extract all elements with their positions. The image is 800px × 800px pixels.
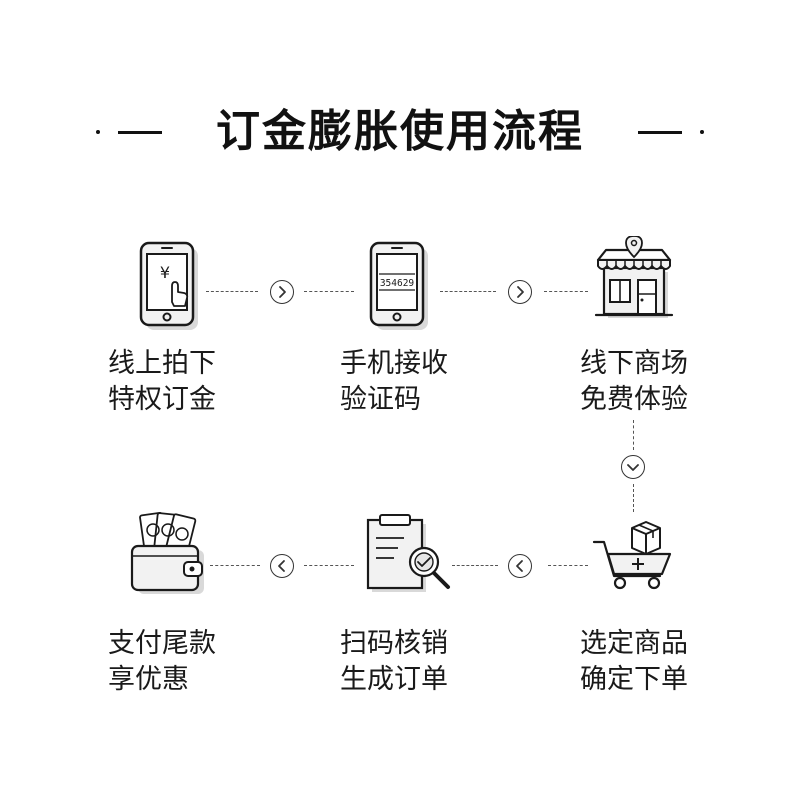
connector-line bbox=[544, 291, 588, 292]
step-1-label: 线上拍下 特权订金 bbox=[108, 348, 216, 415]
step-3-label: 线下商场 免费体验 bbox=[580, 348, 688, 415]
arrow-right-icon bbox=[508, 280, 532, 304]
wallet-icon bbox=[126, 511, 206, 600]
arrow-right-icon bbox=[270, 280, 294, 304]
step-5-label: 扫码核销 生成订单 bbox=[340, 628, 448, 695]
connector-line bbox=[304, 291, 354, 292]
connector-line bbox=[452, 565, 498, 566]
title-decoration-bar-right bbox=[638, 131, 682, 134]
arrow-left-icon bbox=[508, 554, 532, 578]
connector-line bbox=[440, 291, 496, 292]
yen-glyph: ¥ bbox=[160, 263, 170, 282]
phone-code-icon: 354629 bbox=[368, 240, 432, 336]
step-4-label: 选定商品 确定下单 bbox=[580, 628, 688, 695]
phone-payment-icon: ¥ bbox=[138, 240, 202, 336]
connector-line bbox=[210, 565, 260, 566]
connector-line bbox=[548, 565, 588, 566]
page-title: 订金膨胀使用流程 bbox=[216, 106, 584, 157]
connector-line bbox=[304, 565, 354, 566]
shopping-cart-icon bbox=[590, 516, 676, 596]
title-decoration-dot-left bbox=[96, 130, 100, 134]
title-bar: 订金膨胀使用流程 bbox=[0, 100, 800, 164]
store-icon bbox=[594, 235, 674, 330]
connector-line bbox=[633, 484, 634, 512]
step-6-label: 支付尾款 享优惠 bbox=[108, 628, 216, 695]
arrow-down-icon bbox=[621, 455, 645, 479]
verification-code: 354629 bbox=[380, 278, 415, 289]
arrow-left-icon bbox=[270, 554, 294, 578]
connector-line bbox=[206, 291, 258, 292]
clipboard-scan-icon bbox=[364, 514, 454, 598]
title-decoration-dot-right bbox=[700, 130, 704, 134]
title-decoration-bar-left bbox=[118, 131, 162, 134]
connector-line bbox=[633, 420, 634, 450]
step-2-label: 手机接收 验证码 bbox=[340, 348, 448, 415]
